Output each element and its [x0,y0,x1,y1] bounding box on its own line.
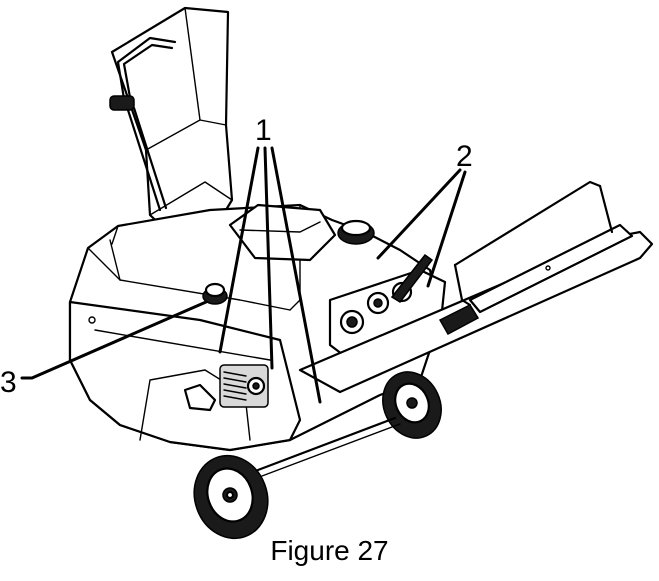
fuel-cap [338,221,374,244]
left-wheel [183,445,279,549]
callout-label-3: 3 [0,366,17,399]
callout-label-1: 1 [255,114,272,147]
callout-label-2: 2 [456,140,473,173]
figure-caption: Figure 27 [0,535,659,567]
